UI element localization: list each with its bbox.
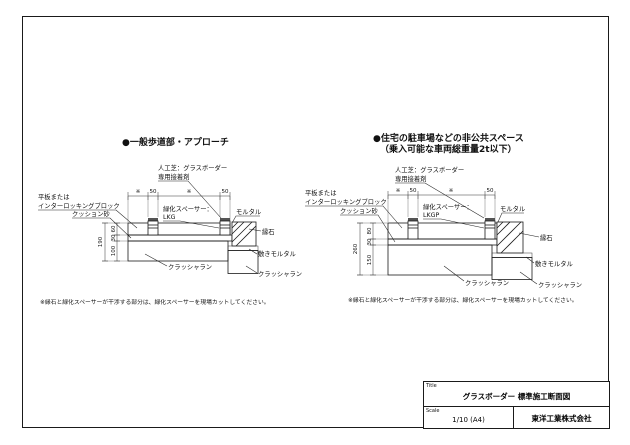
- label-turf-line2: 専用接着剤: [158, 172, 189, 181]
- cushion-sand-layer: [387, 238, 498, 246]
- labels: 人工芝：グラスボーダー 専用接着剤 平板または インターロッキングブロック クッ…: [305, 165, 582, 289]
- leader-bed-mortar: [248, 248, 258, 255]
- dim-layer-1: 80: [367, 227, 373, 234]
- crusher-run-layer: [387, 244, 493, 276]
- greening-spacer-left: [147, 218, 159, 236]
- diagram-heading-line2: （乗入可能な車両総重量2t以下）: [380, 143, 517, 155]
- diagram-note: ※縁石と緑化スペーサーが干渉する部分は、緑化スペーサーを現場カットしてください。: [348, 296, 578, 304]
- dim-top-4: 50: [487, 188, 494, 194]
- leader-bed-mortar: [525, 256, 535, 264]
- label-spacer-line1: 緑化スペーサー：: [423, 202, 473, 211]
- label-mortar: モルタル: [500, 204, 525, 213]
- title-block-bottom-row: Scale 1/10 (A4) 東洋工業株式会社: [424, 407, 609, 429]
- cushion-sand-layer: [127, 234, 233, 242]
- scale-label: Scale: [426, 408, 440, 414]
- sheet-title: グラスボーダー 標準施工断面図: [462, 391, 571, 401]
- top-dimension-line: ※ 50 ※ 50: [127, 189, 231, 222]
- paver-block-layer: [127, 222, 231, 236]
- bed-mortar-layer: [227, 245, 259, 251]
- leader-spacer: [163, 220, 220, 229]
- leader-curb: [248, 228, 262, 232]
- dim-layer-3: 100: [111, 245, 117, 256]
- dim-top-1: ※: [136, 189, 141, 195]
- dim-top-2: 50: [410, 188, 417, 194]
- crusher-run-layer: [127, 240, 229, 262]
- leader-spacer: [423, 218, 485, 229]
- label-spacer-line2: LKG: [163, 214, 176, 221]
- curb-foundation: [227, 250, 259, 274]
- leader-mortar: [231, 215, 260, 224]
- dim-layer-3: 150: [367, 254, 373, 265]
- title-block: Title グラスボーダー 標準施工断面図 Scale 1/10 (A4) 東洋…: [423, 381, 610, 429]
- leader-crusher-main: [443, 265, 465, 282]
- label-cushion-sand: クッション砂: [340, 206, 378, 215]
- dim-top-2: 50: [150, 189, 157, 195]
- leader-turf: [158, 180, 222, 219]
- label-crusher-main: クラッシャラン: [168, 263, 212, 271]
- leader-block: [38, 209, 138, 229]
- dim-top-4: 50: [222, 189, 229, 195]
- leader-crusher-main: [144, 253, 168, 267]
- leader-block: [305, 205, 403, 229]
- dim-top-3: ※: [449, 188, 454, 194]
- diagram-parking: ●住宅の駐車場などの非公共スペース （乗入可能な車両総重量2t以下） ※ 50 …: [305, 132, 582, 304]
- bed-mortar-layer: [491, 252, 533, 258]
- label-block-line2: インターロッキングブロック: [38, 201, 120, 210]
- dim-layer-2: 30: [367, 238, 373, 245]
- greening-spacer-right: [484, 218, 496, 240]
- leader-crusher-curb: [519, 271, 538, 285]
- label-spacer-line2: LKGP: [423, 212, 440, 219]
- labels: 人工芝：グラスボーダー 専用接着剤 平板または インターロッキングブロック クッ…: [38, 163, 302, 278]
- label-block-line2: インターロッキングブロック: [305, 197, 387, 206]
- label-spacer-line1: 緑化スペーサー：: [163, 204, 213, 213]
- leader-mortar: [497, 212, 524, 223]
- label-curb: 縁石: [262, 227, 275, 236]
- label-crusher-curb: クラッシャラン: [258, 270, 302, 278]
- label-block-line1: 平板または: [38, 192, 69, 201]
- label-turf-line1: 人工芝：グラスボーダー: [395, 165, 464, 174]
- curb-stone: [231, 221, 257, 247]
- diagram-sidewalk: ●一般歩道部・アプローチ ※ 50 ※ 50: [38, 136, 302, 306]
- label-crusher-curb: クラッシャラン: [538, 281, 582, 289]
- label-bed-mortar: 敷きモルタル: [258, 249, 296, 258]
- title-label: Title: [426, 383, 437, 389]
- label-mortar: モルタル: [236, 207, 261, 216]
- dim-total: 260: [353, 243, 359, 254]
- dim-top-3: ※: [187, 189, 192, 195]
- leader-crusher-curb: [245, 265, 258, 274]
- dim-layer-2: 30: [111, 234, 117, 241]
- leader-curb: [518, 232, 540, 238]
- diagram-heading: ●住宅の駐車場などの非公共スペース: [373, 132, 524, 144]
- diagram-heading: ●一般歩道部・アプローチ: [122, 136, 229, 148]
- left-dimension-lines: 80 30 150 260: [353, 222, 388, 276]
- label-turf-line2: 専用接着剤: [395, 174, 426, 183]
- diagram-note: ※縁石と緑化スペーサーが干渉する部分は、緑化スペーサーを現場カットしてください。: [40, 298, 270, 306]
- label-cushion-sand: クッション砂: [72, 209, 110, 218]
- curb-stone: [496, 221, 524, 254]
- label-bed-mortar: 敷きモルタル: [535, 259, 573, 268]
- label-crusher-main: クラッシャラン: [465, 279, 509, 287]
- scale-value: 1/10 (A4): [452, 416, 485, 424]
- left-dimension-lines: 60 30 100 190: [98, 222, 128, 262]
- paver-block-layer: [387, 222, 498, 240]
- label-block-line1: 平板または: [305, 188, 336, 197]
- dim-total: 190: [98, 236, 104, 247]
- label-curb: 縁石: [540, 233, 553, 242]
- scale-cell: Scale 1/10 (A4): [424, 407, 514, 429]
- leader-cushion-sand: [340, 214, 396, 243]
- curb-foundation: [491, 257, 533, 280]
- top-dimension-line: ※ 50 ※ 50: [387, 188, 496, 222]
- company-cell: 東洋工業株式会社: [514, 407, 609, 429]
- dim-top-1: ※: [396, 188, 401, 194]
- greening-spacer-left: [407, 218, 419, 240]
- dim-layer-1: 60: [111, 225, 117, 232]
- title-block-title-row: Title グラスボーダー 標準施工断面図: [424, 382, 609, 407]
- label-turf-line1: 人工芝：グラスボーダー: [158, 163, 227, 172]
- leader-cushion-sand: [72, 217, 132, 239]
- greening-spacer-right: [219, 218, 231, 236]
- leader-turf: [395, 182, 485, 219]
- drawing-frame: [22, 16, 609, 428]
- company-name: 東洋工業株式会社: [531, 413, 592, 423]
